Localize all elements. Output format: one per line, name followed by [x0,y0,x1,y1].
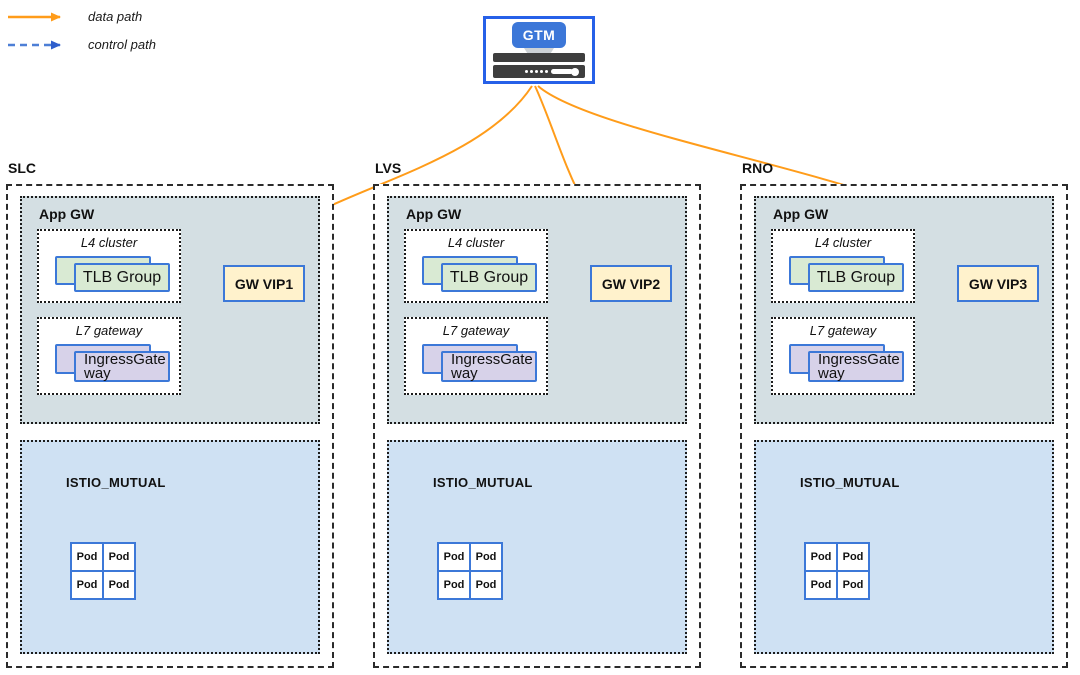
l7-gateway-group: L7 gateway IngressGateway [37,317,181,395]
istio-mutual-zone: ISTIO_MUTUAL Pod Pod Pod Pod [20,440,320,654]
region-boundary: App GW L4 cluster TLB Group L7 gateway I… [373,184,701,668]
ingress-gateway-node: IngressGateway [441,351,537,382]
ingress-gateway-node: IngressGateway [74,351,170,382]
app-gw-zone: App GW L4 cluster TLB Group L7 gateway I… [20,196,320,424]
istio-mutual-label: ISTIO_MUTUAL [66,475,166,490]
pod-node: Pod [439,544,469,570]
l4-cluster-label: L4 cluster [447,235,505,250]
app-gw-zone: App GW L4 cluster TLB Group L7 gateway I… [754,196,1054,424]
legend-control-path-label: control path [88,37,156,52]
region-label: LVS [375,160,402,176]
pod-node: Pod [72,572,102,598]
gtm-vent-icon [551,69,573,74]
l4-cluster-group: L4 cluster TLB Group [37,229,181,303]
gtm-server-front-icon [493,65,585,78]
pod-node: Pod [439,572,469,598]
gw-vip-node: GW VIP1 [223,265,305,302]
istio-mutual-zone: ISTIO_MUTUAL Pod Pod Pod Pod [754,440,1054,654]
istio-mutual-label: ISTIO_MUTUAL [800,475,900,490]
l4-cluster-label: L4 cluster [814,235,872,250]
pod-node: Pod [104,544,134,570]
pod-node: Pod [806,572,836,598]
l7-gateway-label: L7 gateway [442,323,510,338]
istio-mutual-label: ISTIO_MUTUAL [433,475,533,490]
pod-node: Pod [838,544,868,570]
pod-grid: Pod Pod Pod Pod [804,542,870,600]
gtm-server-icon [493,53,585,62]
legend-data-path-label: data path [88,9,143,24]
app-gw-label: App GW [773,206,829,222]
region-slc: SLC App GW L4 cluster TLB Group L7 gatew… [6,160,334,672]
l4-cluster-group: L4 cluster TLB Group [404,229,548,303]
l7-gateway-group: L7 gateway IngressGateway [404,317,548,395]
app-gw-zone: App GW L4 cluster TLB Group L7 gateway I… [387,196,687,424]
pod-node: Pod [72,544,102,570]
istio-mutual-zone: ISTIO_MUTUAL Pod Pod Pod Pod [387,440,687,654]
gtm-node: GTM [483,16,595,84]
pod-node: Pod [838,572,868,598]
l4-cluster-label: L4 cluster [80,235,138,250]
l7-gateway-label: L7 gateway [809,323,877,338]
region-boundary: App GW L4 cluster TLB Group L7 gateway I… [740,184,1068,668]
tlb-group-node: TLB Group [808,263,904,292]
app-gw-label: App GW [406,206,462,222]
app-gw-label: App GW [39,206,95,222]
l4-cluster-group: L4 cluster TLB Group [771,229,915,303]
gtm-label: GTM [512,22,566,48]
region-lvs: LVS App GW L4 cluster TLB Group L7 gatew… [373,160,701,672]
l7-gateway-group: L7 gateway IngressGateway [771,317,915,395]
pod-node: Pod [471,544,501,570]
l7-gateway-label: L7 gateway [75,323,143,338]
gtm-ports-icon [525,70,548,73]
pod-grid: Pod Pod Pod Pod [70,542,136,600]
tlb-group-node: TLB Group [74,263,170,292]
region-label: RNO [742,160,774,176]
pod-grid: Pod Pod Pod Pod [437,542,503,600]
pod-node: Pod [806,544,836,570]
pod-node: Pod [471,572,501,598]
region-rno: RNO App GW L4 cluster TLB Group L7 gatew… [740,160,1068,672]
region-label: SLC [8,160,36,176]
region-boundary: App GW L4 cluster TLB Group L7 gateway I… [6,184,334,668]
gw-vip-node: GW VIP3 [957,265,1039,302]
ingress-gateway-node: IngressGateway [808,351,904,382]
pod-node: Pod [104,572,134,598]
gw-vip-node: GW VIP2 [590,265,672,302]
tlb-group-node: TLB Group [441,263,537,292]
gtm-led-icon [571,67,579,76]
